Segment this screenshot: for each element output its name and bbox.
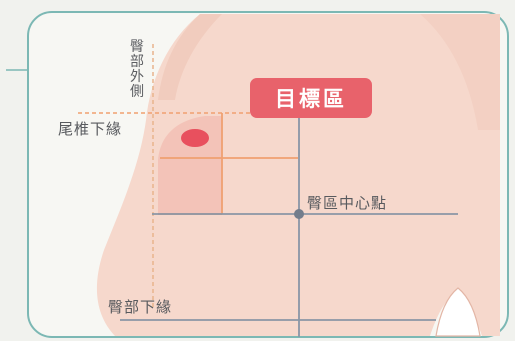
buttock-shade [158,14,222,100]
hip-outer-side-label: 臀部外側 [130,39,144,100]
center-dot-icon [294,209,304,219]
hip-lower-edge-label: 臀部下緣 [108,298,173,316]
red-dot-icon [181,129,209,147]
target-zone-badge: 目標區 [250,78,372,118]
gluteal-cleft [435,287,481,337]
hip-center-point-label: 臀區中心點 [307,194,388,212]
upper-right-lobe [420,14,500,130]
coccyx-lower-edge-label: 尾椎下緣 [58,120,123,138]
